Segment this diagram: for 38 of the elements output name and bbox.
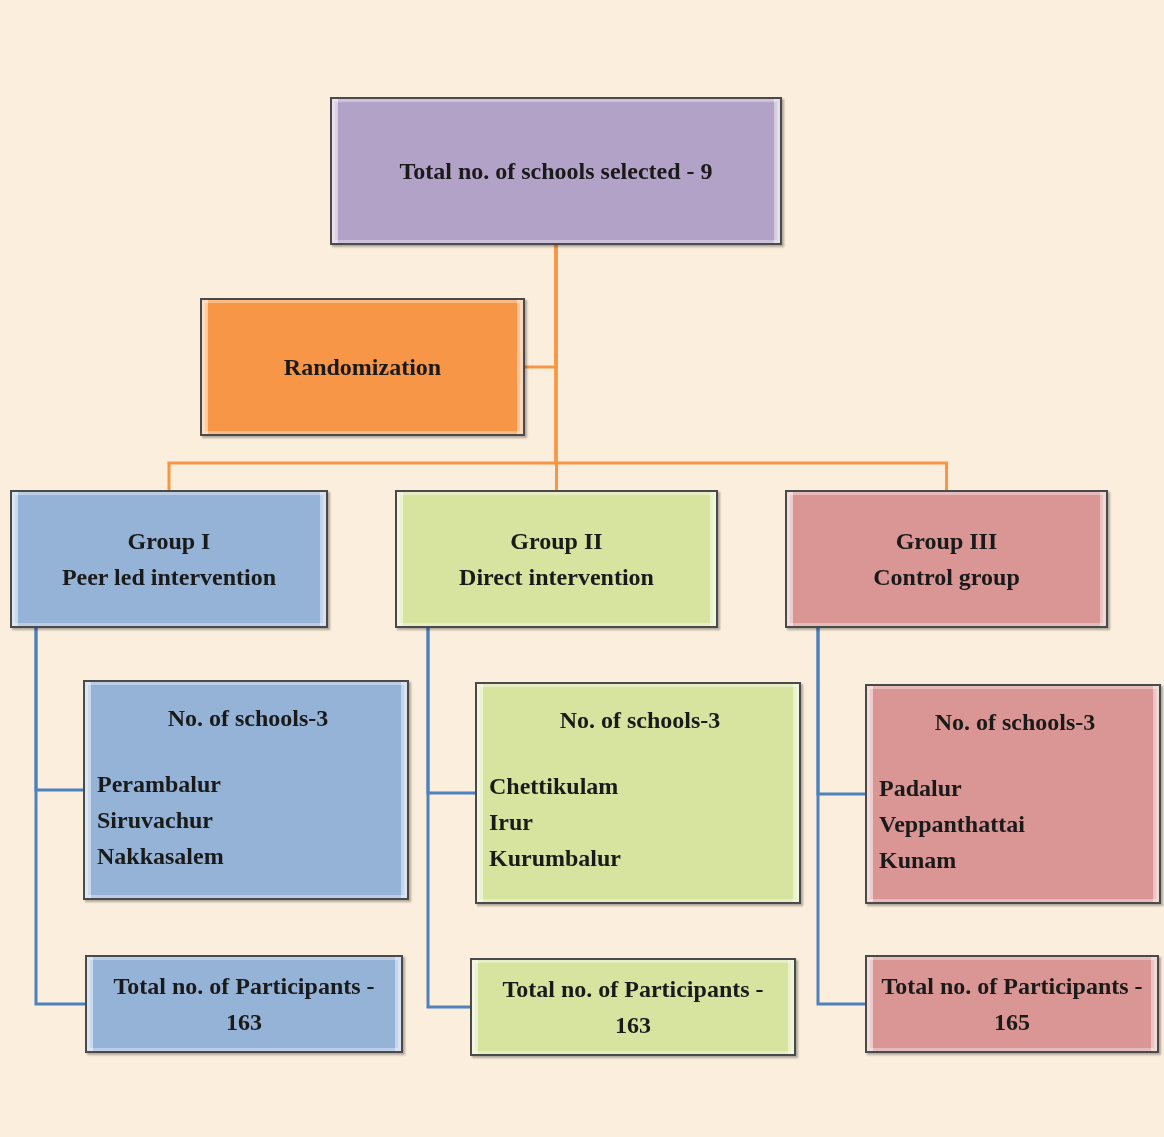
process-box bbox=[865, 955, 1159, 1053]
box-text: Randomization bbox=[282, 353, 443, 382]
connector-line bbox=[34, 628, 85, 1006]
school-name: Irur bbox=[489, 808, 534, 837]
box-text: Total no. of Participants - 163 bbox=[112, 972, 376, 1037]
box-text: Total no. of Participants - 163 bbox=[501, 975, 765, 1040]
process-box bbox=[865, 684, 1161, 904]
process-box bbox=[395, 490, 718, 628]
process-box bbox=[200, 298, 525, 436]
box-text: Total no. of Participants - 165 bbox=[880, 972, 1144, 1037]
process-box bbox=[10, 490, 328, 628]
connector-line bbox=[816, 628, 865, 1006]
box-text: Direct intervention bbox=[458, 563, 655, 592]
school-name: Kunam bbox=[879, 846, 958, 875]
box-text: Total no. of schools selected - 9 bbox=[398, 157, 714, 186]
process-box bbox=[330, 97, 782, 245]
box-text: No. of schools-3 bbox=[166, 704, 330, 733]
school-name: Veppanthattai bbox=[879, 810, 1026, 839]
box-text: Peer led intervention bbox=[60, 563, 278, 592]
process-box bbox=[83, 680, 409, 900]
school-name: Padalur bbox=[879, 774, 963, 803]
school-name: Kurumbalur bbox=[489, 844, 623, 873]
box-text: Group II bbox=[509, 527, 604, 556]
school-name: Nakkasalem bbox=[97, 842, 225, 871]
process-box bbox=[475, 682, 801, 904]
box-text: Group I bbox=[126, 527, 212, 556]
connector-line bbox=[426, 628, 470, 1009]
box-text: Control group bbox=[872, 563, 1021, 592]
process-box bbox=[785, 490, 1108, 628]
school-name: Chettikulam bbox=[489, 772, 620, 801]
process-box bbox=[85, 955, 403, 1053]
process-box bbox=[470, 958, 796, 1056]
box-text: Group III bbox=[894, 527, 999, 556]
box-text: No. of schools-3 bbox=[558, 706, 722, 735]
school-name: Siruvachur bbox=[97, 806, 214, 835]
school-name: Perambalur bbox=[97, 770, 222, 799]
box-text: No. of schools-3 bbox=[933, 708, 1097, 737]
connector-line bbox=[554, 245, 948, 490]
